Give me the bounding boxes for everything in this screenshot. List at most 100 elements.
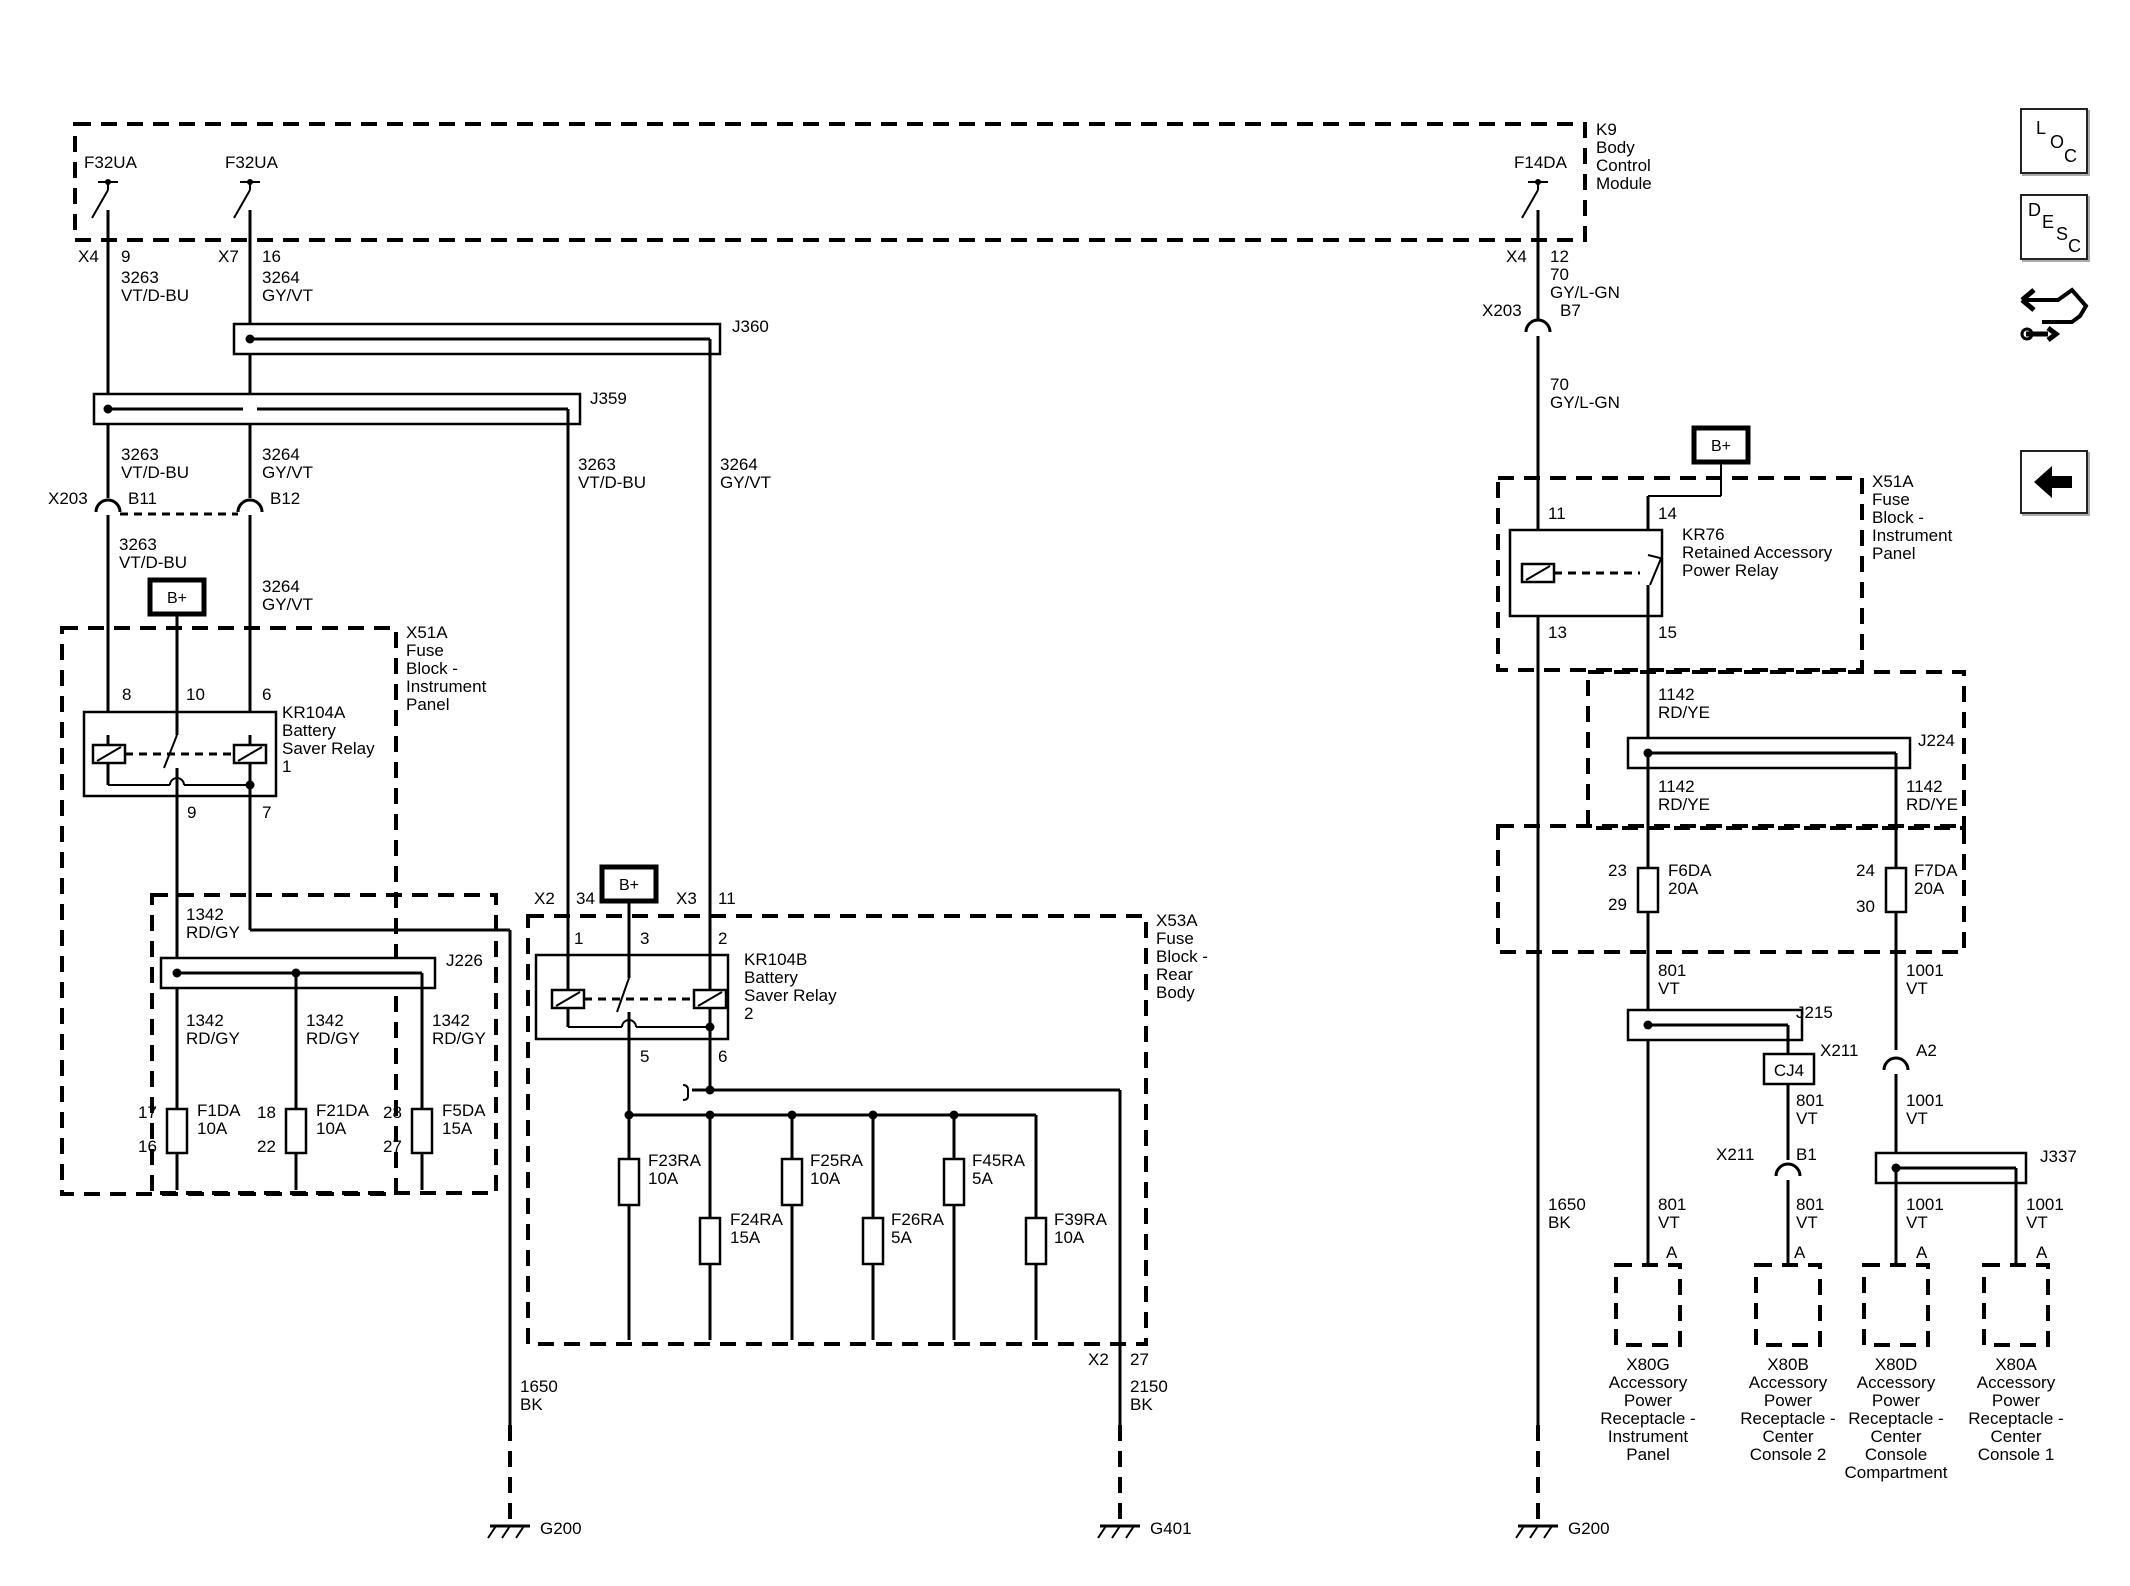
description-button[interactable]: D E S C bbox=[2020, 194, 2088, 260]
pin-27-f: 27 bbox=[383, 1137, 402, 1156]
kr104a-coil-1 bbox=[91, 743, 127, 765]
pin-30: 30 bbox=[1856, 897, 1875, 916]
text-line: Center bbox=[1990, 1427, 2041, 1446]
fuse-f5da bbox=[410, 1107, 434, 1155]
x211-label-b: X211 bbox=[1716, 1145, 1754, 1164]
j215-label: J215 bbox=[1796, 1003, 1833, 1022]
text-line: 3264 bbox=[262, 445, 300, 464]
text-line: 1001 bbox=[1906, 1091, 1944, 1110]
text-line: F45RA bbox=[972, 1151, 1026, 1170]
back-button[interactable] bbox=[2020, 450, 2088, 514]
text-line: F25RA bbox=[810, 1151, 864, 1170]
pin-34: 34 bbox=[576, 889, 595, 908]
text-line: RD/YE bbox=[1906, 795, 1958, 814]
k9-module-outline bbox=[73, 122, 1587, 242]
j337-label: J337 bbox=[2040, 1147, 2077, 1166]
kr104a-coil-2 bbox=[232, 743, 268, 765]
pin-x2-a: X2 bbox=[534, 889, 555, 908]
pin-24: 24 bbox=[1856, 861, 1875, 880]
text-line: Fuse bbox=[1872, 490, 1910, 509]
text-line: VT bbox=[1658, 1213, 1680, 1232]
text-line: Receptacle - bbox=[1848, 1409, 1943, 1428]
text-line: Receptacle - bbox=[1600, 1409, 1695, 1428]
text-line: 3264 bbox=[720, 455, 758, 474]
pin-b7: B7 bbox=[1560, 301, 1581, 320]
text-line: Rear bbox=[1156, 965, 1193, 984]
pin-a-1: A bbox=[1666, 1243, 1678, 1262]
pin-6-b: 6 bbox=[718, 1047, 727, 1066]
text-line: Accessory bbox=[1749, 1373, 1828, 1392]
pin-a-4: A bbox=[2036, 1243, 2048, 1262]
kr76-coil bbox=[1520, 562, 1556, 584]
bplus-badge-left: B+ bbox=[147, 577, 207, 628]
text-line: Power bbox=[1624, 1391, 1673, 1410]
text-line: Instrument bbox=[406, 677, 487, 696]
text-line: RD/GY bbox=[306, 1029, 360, 1048]
text-line: 70 bbox=[1550, 265, 1569, 284]
text-line: 1342 bbox=[306, 1011, 344, 1030]
pin-6: 6 bbox=[262, 685, 271, 704]
pin-13: 13 bbox=[1548, 623, 1567, 642]
x211-connector-b bbox=[1774, 1162, 1802, 1177]
hand-wrench-icon bbox=[2020, 287, 2089, 342]
text-line: F1DA bbox=[197, 1101, 241, 1120]
pin-11-b: 11 bbox=[718, 889, 736, 908]
text-line: VT/D-BU bbox=[121, 286, 189, 305]
text-line: Instrument bbox=[1872, 526, 1953, 545]
pin-7: 7 bbox=[262, 803, 271, 822]
text-line: Control bbox=[1596, 156, 1651, 175]
x203-label-left: X203 bbox=[48, 489, 88, 508]
bplus-badge-right: B+ bbox=[1646, 425, 1751, 555]
text-line: X80D bbox=[1875, 1355, 1918, 1374]
text-line: F26RA bbox=[891, 1210, 945, 1229]
bplus-badge-center: B+ bbox=[599, 864, 659, 950]
pin-16-f: 16 bbox=[138, 1137, 157, 1156]
pin-x7: X7 bbox=[218, 247, 239, 266]
text-line: 3263 bbox=[121, 445, 159, 464]
text-line: 10A bbox=[1054, 1228, 1085, 1247]
kr104b-coil-1 bbox=[550, 988, 586, 1010]
x203-label-right: X203 bbox=[1482, 301, 1522, 320]
text-line: Power Relay bbox=[1682, 561, 1779, 580]
text-line: Body bbox=[1596, 138, 1635, 157]
location-button[interactable]: L O C bbox=[2020, 108, 2088, 174]
ground-g200-left bbox=[487, 1524, 530, 1539]
ground-g200-right bbox=[1515, 1524, 1558, 1539]
text-line: Battery bbox=[744, 968, 798, 987]
text-line: F6DA bbox=[1668, 861, 1712, 880]
text-line: 20A bbox=[1914, 879, 1945, 898]
text-line: Block - bbox=[1872, 508, 1924, 527]
text-line: Panel bbox=[406, 695, 449, 714]
pin-1: 1 bbox=[574, 929, 583, 948]
text-line: X51A bbox=[406, 623, 448, 642]
text-line: 15A bbox=[442, 1119, 473, 1138]
text-line: 10A bbox=[810, 1169, 841, 1188]
text-line: Console bbox=[1865, 1445, 1927, 1464]
text-line: KR76 bbox=[1682, 525, 1725, 544]
pin-9-b: 9 bbox=[187, 803, 196, 822]
pin-22: 22 bbox=[257, 1137, 276, 1156]
x51a-fuse-block-left bbox=[60, 626, 398, 1196]
text-line: 801 bbox=[1796, 1091, 1824, 1110]
repair-procedures-button[interactable] bbox=[2018, 276, 2090, 348]
text-line: Fuse bbox=[406, 641, 444, 660]
fuse-f23ra bbox=[617, 1157, 641, 1207]
x51a-fuse-block-left-lower bbox=[150, 893, 498, 1195]
text-line: Panel bbox=[1872, 544, 1915, 563]
text-line: Panel bbox=[1626, 1445, 1669, 1464]
text-line: 1001 bbox=[2026, 1195, 2064, 1214]
